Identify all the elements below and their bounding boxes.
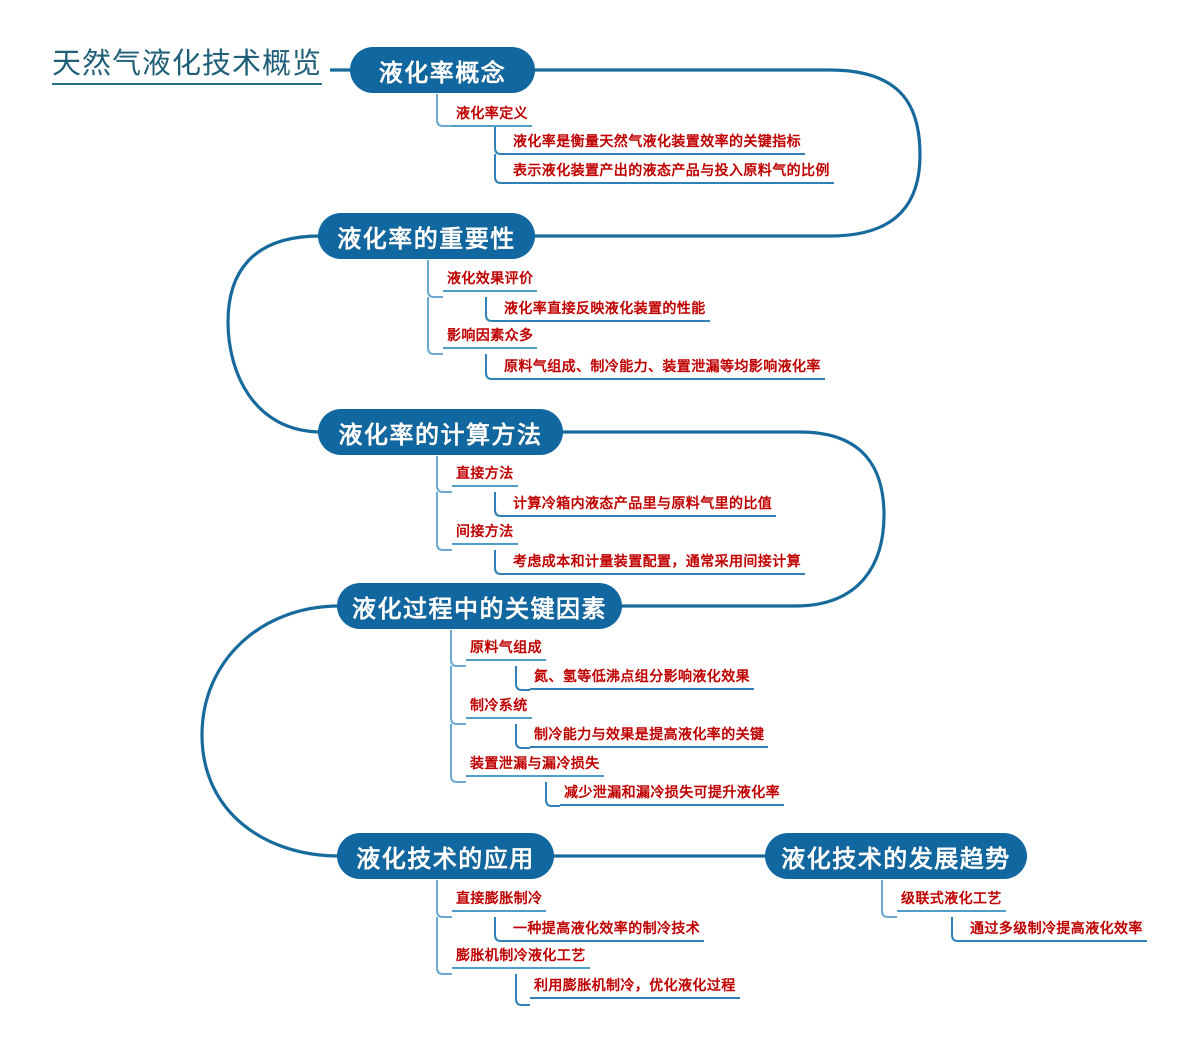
stem-branch-3 bbox=[436, 456, 452, 493]
topic-node-development-trend[interactable]: 液化技术的发展趋势 bbox=[765, 833, 1027, 879]
topic-node-importance[interactable]: 液化率的重要性 bbox=[318, 213, 535, 259]
topic-node-applications[interactable]: 液化技术的应用 bbox=[337, 833, 554, 879]
stem-branch-2 bbox=[427, 260, 443, 298]
stem-branch-6-sub-1 bbox=[951, 917, 966, 942]
stem-branch-4-sub-1 bbox=[515, 666, 530, 691]
leaf-note[interactable]: 利用膨胀机制冷，优化液化过程 bbox=[530, 978, 740, 999]
stem-branch-1-sub-1b bbox=[494, 154, 509, 184]
topic-label: 液化率的重要性 bbox=[337, 226, 516, 253]
topic-label: 液化技术的应用 bbox=[356, 846, 535, 873]
stem-branch-3-b bbox=[436, 492, 452, 551]
stem-branch-5 bbox=[436, 880, 452, 918]
subtopic-refrigeration-system[interactable]: 制冷系统 bbox=[466, 698, 532, 719]
subtopic-effect-evaluation[interactable]: 液化效果评价 bbox=[443, 271, 538, 292]
connector-branch-2-to-3 bbox=[226, 234, 323, 434]
subtopic-feed-gas-composition[interactable]: 原料气组成 bbox=[466, 640, 546, 661]
stem-branch-3-sub-1 bbox=[494, 492, 509, 517]
stem-branch-4-b bbox=[450, 666, 466, 725]
topic-label: 液化过程中的关键因素 bbox=[352, 596, 607, 623]
stem-branch-5-sub-1 bbox=[494, 917, 509, 942]
connector-branch-3-to-4 bbox=[561, 430, 886, 608]
leaf-note[interactable]: 减少泄漏和漏冷损失可提升液化率 bbox=[560, 785, 784, 806]
topic-node-liquefaction-rate-concept[interactable]: 液化率概念 bbox=[350, 47, 535, 93]
stem-branch-4 bbox=[450, 630, 466, 667]
stem-branch-4-c bbox=[450, 724, 466, 783]
subtopic-cascade-process[interactable]: 级联式液化工艺 bbox=[897, 891, 1006, 912]
leaf-note[interactable]: 液化率直接反映液化装置的性能 bbox=[500, 301, 710, 322]
topic-node-calculation-method[interactable]: 液化率的计算方法 bbox=[318, 409, 563, 455]
subtopic-definition[interactable]: 液化率定义 bbox=[452, 106, 532, 127]
topic-label: 液化技术的发展趋势 bbox=[781, 846, 1011, 873]
subtopic-indirect-method[interactable]: 间接方法 bbox=[452, 524, 518, 545]
topic-label: 液化率的计算方法 bbox=[338, 422, 543, 449]
stem-branch-2-b bbox=[427, 297, 443, 355]
root-title: 天然气液化技术概览 bbox=[52, 48, 323, 86]
stem-branch-5-sub-2 bbox=[515, 974, 530, 1006]
stem-branch-4-sub-2 bbox=[515, 724, 530, 749]
subtopic-many-factors[interactable]: 影响因素众多 bbox=[443, 328, 538, 349]
leaf-note[interactable]: 考虑成本和计量装置配置，通常采用间接计算 bbox=[509, 554, 805, 575]
stem-branch-3-sub-2 bbox=[494, 550, 509, 575]
subtopic-direct-expansion[interactable]: 直接膨胀制冷 bbox=[452, 891, 547, 912]
leaf-note[interactable]: 计算冷箱内液态产品里与原料气里的比值 bbox=[509, 496, 777, 517]
stem-branch-1 bbox=[436, 94, 452, 127]
subtopic-leakage-loss[interactable]: 装置泄漏与漏冷损失 bbox=[466, 756, 604, 777]
leaf-note[interactable]: 原料气组成、制冷能力、装置泄漏等均影响液化率 bbox=[500, 359, 825, 380]
connector-branch-4-to-5 bbox=[200, 604, 340, 858]
stem-branch-4-sub-3 bbox=[545, 782, 560, 807]
leaf-note[interactable]: 表示液化装置产出的液态产品与投入原料气的比例 bbox=[509, 163, 834, 184]
leaf-note[interactable]: 液化率是衡量天然气液化装置效率的关键指标 bbox=[509, 134, 805, 155]
stem-branch-2-sub-2 bbox=[485, 354, 500, 380]
stem-branch-2-sub-1 bbox=[485, 297, 500, 322]
stem-branch-5-b bbox=[436, 917, 452, 975]
topic-node-key-factors[interactable]: 液化过程中的关键因素 bbox=[337, 583, 622, 629]
leaf-note[interactable]: 氮、氢等低沸点组分影响液化效果 bbox=[530, 669, 754, 690]
leaf-note[interactable]: 制冷能力与效果是提高液化率的关键 bbox=[530, 727, 769, 748]
leaf-note[interactable]: 通过多级制冷提高液化效率 bbox=[966, 921, 1147, 942]
leaf-note[interactable]: 一种提高液化效率的制冷技术 bbox=[509, 921, 705, 942]
subtopic-direct-method[interactable]: 直接方法 bbox=[452, 466, 518, 487]
stem-branch-6 bbox=[881, 880, 897, 918]
subtopic-expander-process[interactable]: 膨胀机制冷液化工艺 bbox=[452, 948, 590, 969]
topic-label: 液化率概念 bbox=[378, 60, 507, 87]
stem-branch-1-sub-1 bbox=[494, 126, 509, 155]
